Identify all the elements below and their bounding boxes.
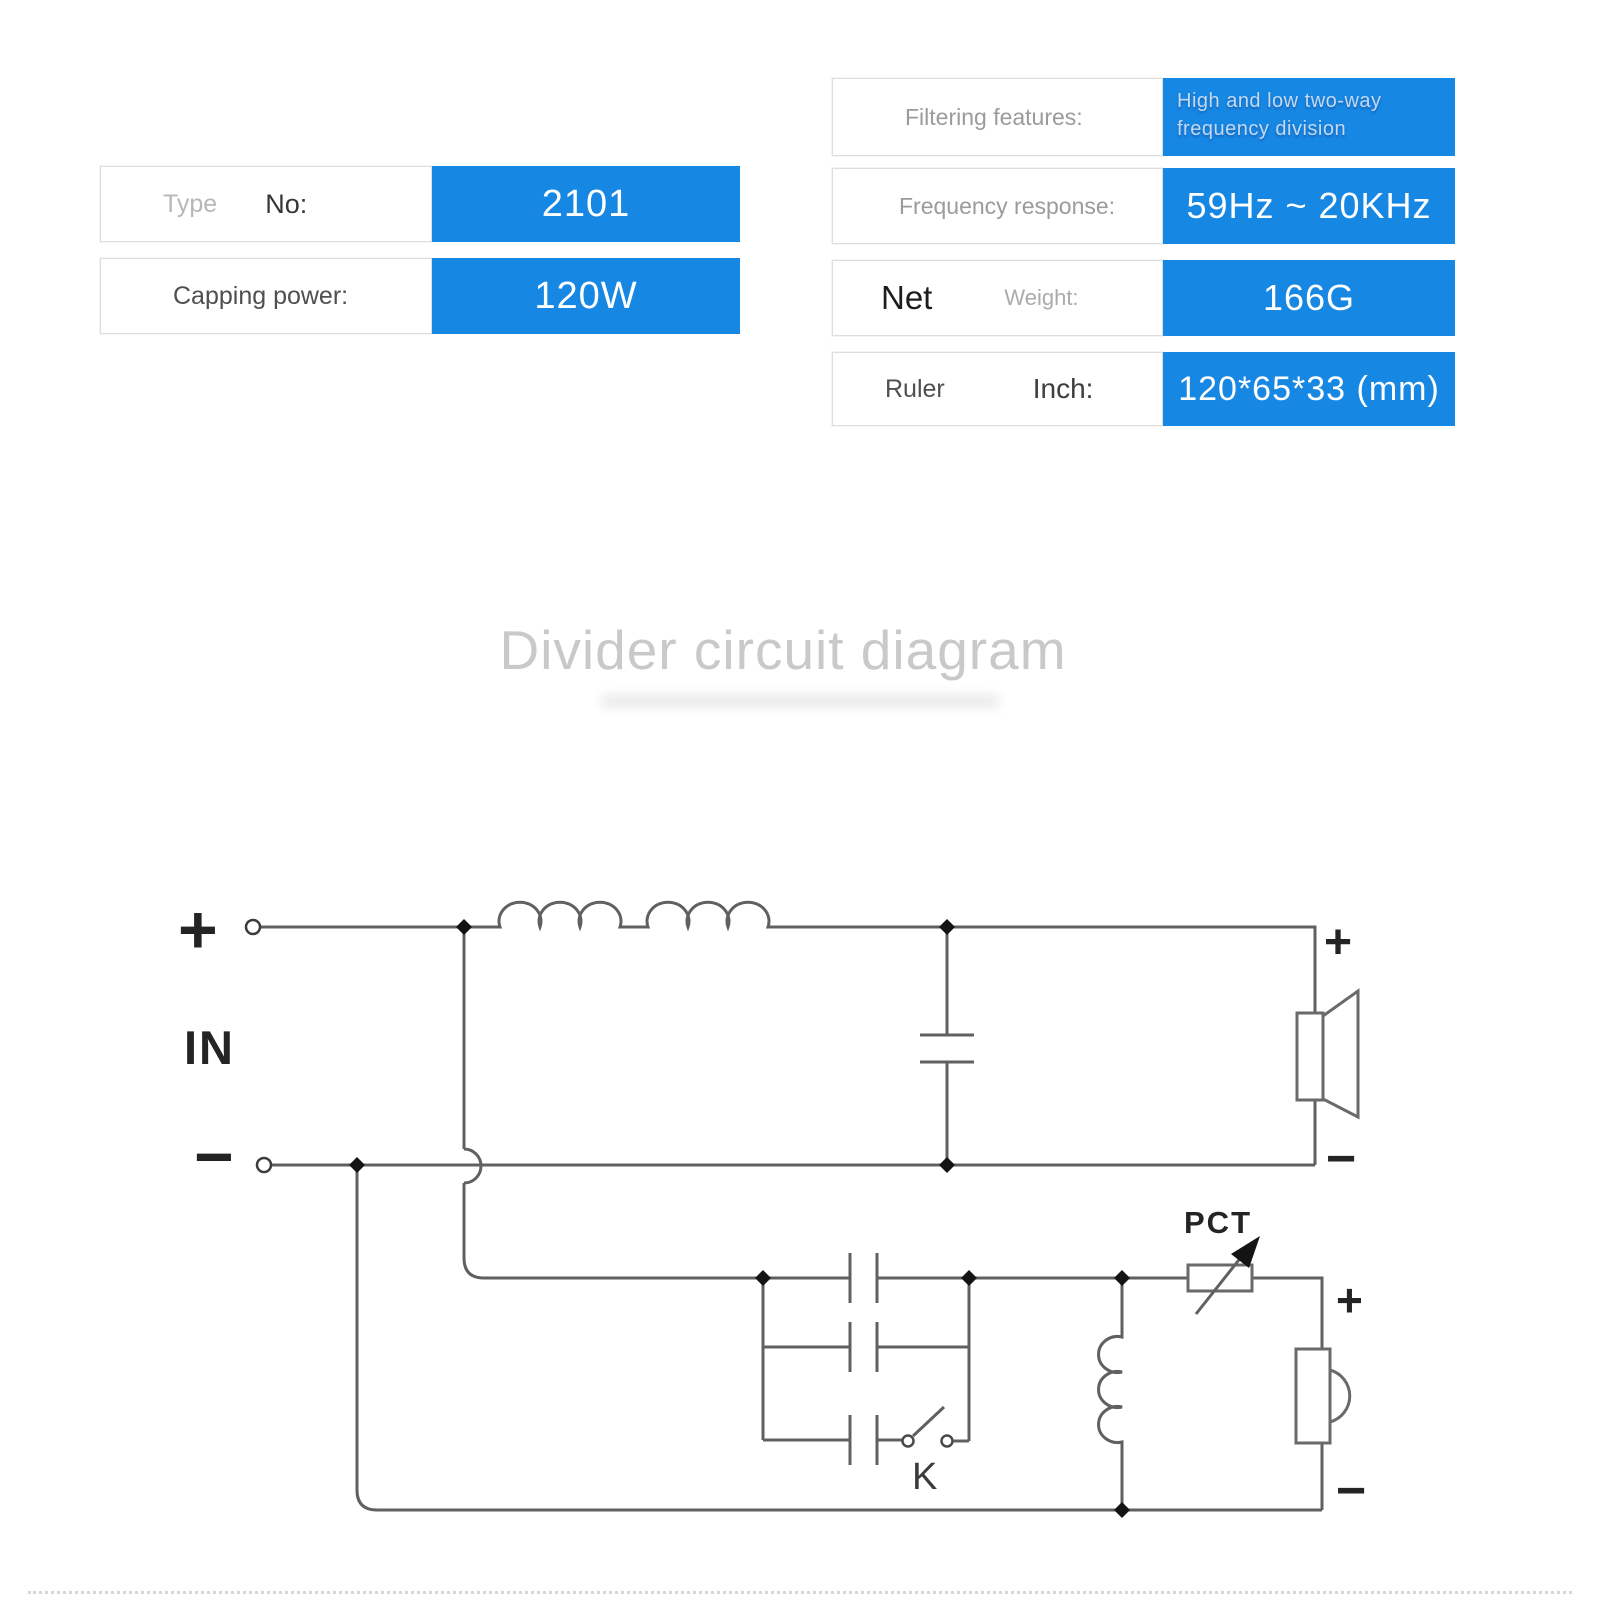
spec-value-cell: 166G xyxy=(1163,260,1455,336)
spec-value: 120W xyxy=(534,274,638,317)
capacitor-2 xyxy=(848,1322,879,1372)
spec-value: 166G xyxy=(1262,277,1356,318)
high-pass-section xyxy=(355,1165,1352,1512)
pct-label: PCT xyxy=(1184,1205,1252,1240)
low-pass-section xyxy=(260,900,1360,1167)
capacitor-1 xyxy=(848,1253,879,1303)
spec-value-cell: High and low two-way frequency division xyxy=(1163,78,1455,156)
capacitor-3 xyxy=(848,1415,879,1465)
spec-value-cell: 120*65*33 (mm) xyxy=(1163,352,1455,426)
capacitor-shunt xyxy=(920,927,974,1165)
spec-label: Filtering features: xyxy=(905,103,1083,130)
input-plus-label: + xyxy=(178,892,218,968)
spec-row-frequency-response: Frequency response: 59Hz ~ 20KHz xyxy=(832,168,1455,244)
woofer-speaker xyxy=(1295,988,1360,1120)
woofer-plus-label: + xyxy=(1324,916,1352,969)
tweeter-plus-label: + xyxy=(1336,1274,1363,1326)
plus-rail-and-inductor xyxy=(260,900,1317,1013)
capacitor-bank xyxy=(761,1253,971,1465)
switch-lever xyxy=(911,1405,946,1438)
spec-value-cell: 120W xyxy=(432,258,740,334)
minus-terminal xyxy=(255,1156,273,1174)
spec-value: 59Hz ~ 20KHz xyxy=(1186,185,1432,226)
spec-label-cell: Frequency response: xyxy=(832,168,1163,244)
watermark-smudge xyxy=(600,694,1000,708)
spec-label-cell: Filtering features: xyxy=(832,78,1163,156)
spec-label-strong: No: xyxy=(265,188,308,219)
input-minus-label: − xyxy=(194,1119,234,1195)
spec-label: Type xyxy=(163,189,218,218)
input-label: IN xyxy=(184,1021,235,1074)
spec-label: Frequency response: xyxy=(899,192,1116,219)
high-pass-feed xyxy=(462,927,485,1280)
spec-label: Ruler xyxy=(885,374,945,403)
input-terminals xyxy=(244,918,273,1174)
spec-value-cell: 2101 xyxy=(432,166,740,242)
pct-variable-resistor xyxy=(1186,1236,1260,1315)
plus-terminal xyxy=(244,918,262,936)
spec-value: 2101 xyxy=(541,182,631,225)
spec-label-cell: Ruler Inch: xyxy=(832,352,1163,426)
spec-row-ruler-inch: Ruler Inch: 120*65*33 (mm) xyxy=(832,352,1455,426)
spec-row-type-no: Type No: 2101 xyxy=(100,166,740,242)
spec-label-strong: Net xyxy=(881,279,933,316)
spec-value-cell: 59Hz ~ 20KHz xyxy=(1163,168,1455,244)
page-title: Divider circuit diagram xyxy=(499,619,1067,681)
spec-label-strong: Inch: xyxy=(1032,373,1094,404)
spec-label-cell: Capping power: xyxy=(100,258,432,334)
spec-label: Weight: xyxy=(1004,285,1079,310)
bottom-divider xyxy=(28,1591,1572,1594)
junction-dots xyxy=(349,919,1130,1518)
tweeter-minus-label: − xyxy=(1336,1462,1366,1520)
spec-row-capping-power: Capping power: 120W xyxy=(100,258,740,334)
woofer-minus-label: − xyxy=(1326,1130,1356,1188)
spec-label-cell: Type No: xyxy=(100,166,432,242)
spec-label-cell: Net Weight: xyxy=(832,260,1163,336)
tweeter-speaker xyxy=(1294,1347,1352,1445)
shunt-inductor xyxy=(1097,1278,1124,1510)
switch-label: K xyxy=(912,1456,937,1498)
ground-return xyxy=(355,1165,1322,1512)
pct-arrow-shaft xyxy=(1194,1255,1244,1315)
wire-hop xyxy=(463,1147,483,1185)
spec-row-filtering-features: Filtering features: High and low two-way… xyxy=(832,78,1455,156)
spec-value: High and low two-way frequency division xyxy=(1177,90,1382,140)
tweeter-dome xyxy=(1329,1368,1352,1424)
spec-value: 120*65*33 (mm) xyxy=(1178,369,1440,408)
switch-k xyxy=(901,1405,969,1448)
spec-row-net-weight: Net Weight: 166G xyxy=(832,260,1455,336)
pct-arrow-head xyxy=(1231,1236,1260,1268)
spec-label: Capping power: xyxy=(173,281,349,310)
